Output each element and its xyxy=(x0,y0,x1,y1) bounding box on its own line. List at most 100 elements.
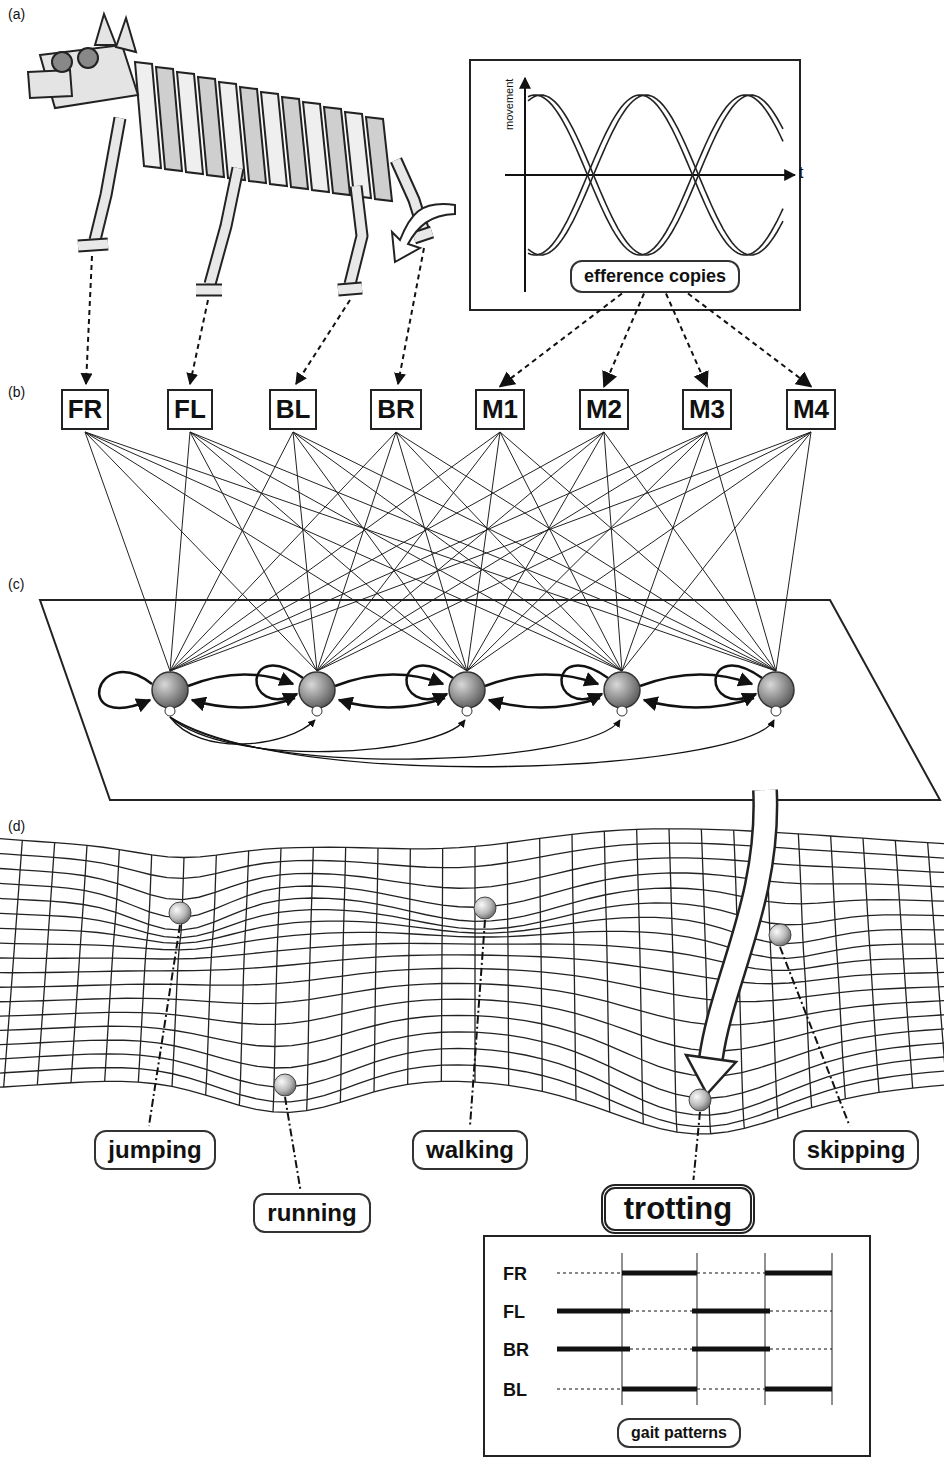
channel-box: FL xyxy=(167,389,213,430)
node-text: BR xyxy=(377,394,415,425)
robot-leg xyxy=(95,118,120,240)
landscape-mesh xyxy=(637,829,644,1123)
panel-letter: (a) xyxy=(8,6,25,22)
landscape-mesh xyxy=(441,848,442,1081)
stance-bar xyxy=(692,1347,770,1352)
swing-line xyxy=(630,1349,692,1350)
robot-head xyxy=(116,18,136,52)
mapping-arrow xyxy=(686,1055,736,1094)
attractor-label: skipping xyxy=(793,1130,920,1170)
robot-leg xyxy=(414,232,432,238)
robot-leg xyxy=(196,286,222,295)
attractor-ball xyxy=(474,897,496,919)
input-wire xyxy=(85,432,776,671)
axis-label: t xyxy=(799,164,803,182)
phase-line xyxy=(697,1253,698,1405)
robot-leg xyxy=(350,186,362,284)
neuron-terminal xyxy=(312,706,322,716)
synapse-arc xyxy=(335,674,443,686)
leg-pointer xyxy=(86,256,92,384)
input-wire xyxy=(170,432,190,671)
input-wire xyxy=(317,432,707,671)
neuron-terminal xyxy=(462,706,472,716)
camera-eye xyxy=(78,48,98,68)
leg-pointer xyxy=(86,248,424,384)
input-wire xyxy=(293,432,467,671)
input-wire xyxy=(85,432,467,671)
leg-pointer xyxy=(398,248,424,384)
input-wire xyxy=(293,432,622,671)
robot-leg xyxy=(210,168,238,284)
landscape-mesh xyxy=(273,848,281,1112)
landscape-mesh xyxy=(798,834,811,1108)
node-text: gait patterns xyxy=(631,1424,727,1442)
input-wire xyxy=(85,432,317,671)
neuron-terminal xyxy=(771,706,781,716)
phase-line xyxy=(622,1253,623,1405)
landscape-mesh xyxy=(172,858,184,1087)
synapse-arc xyxy=(339,698,445,708)
input-wire xyxy=(467,432,500,671)
neuron-terminal xyxy=(165,706,175,716)
landscape-mesh xyxy=(928,843,944,1085)
signal-box: efference copies xyxy=(570,260,740,293)
attractor-ball xyxy=(274,1074,296,1096)
landscape-mesh xyxy=(4,840,23,1087)
robot-head xyxy=(28,70,72,98)
leader-line xyxy=(470,920,485,1126)
landscape-mesh xyxy=(307,847,314,1110)
input-wire xyxy=(317,432,811,671)
stance-bar xyxy=(622,1271,697,1276)
signal-arrow xyxy=(666,294,707,387)
signal-arrow xyxy=(688,294,811,387)
synapse-arc xyxy=(406,666,453,699)
leader-line xyxy=(693,1112,700,1180)
attractor-ball xyxy=(169,902,191,924)
landscape-mesh xyxy=(474,846,475,1082)
landscape-mesh xyxy=(0,843,944,878)
synapse-arc xyxy=(170,717,465,752)
leg-pointer xyxy=(190,300,208,384)
attractor-label: walking xyxy=(412,1130,528,1170)
attractor-ball xyxy=(169,897,791,1111)
neuron xyxy=(299,672,335,708)
node-text: efference copies xyxy=(584,266,726,287)
landscape-mesh xyxy=(0,968,944,1001)
axis-label: movement xyxy=(503,79,515,130)
mapping-arrow xyxy=(686,790,765,1094)
stance-bar xyxy=(557,1309,630,1314)
robot-leg xyxy=(95,118,120,240)
input-wire xyxy=(467,432,811,671)
leg-pointer xyxy=(296,300,350,384)
robot-leg xyxy=(196,284,222,297)
neuron xyxy=(152,672,188,708)
node-text: M4 xyxy=(793,394,829,425)
panel-letter: (d) xyxy=(8,818,25,834)
node-text: FL xyxy=(174,394,206,425)
landscape-mesh xyxy=(895,840,912,1088)
recurrent-network xyxy=(99,666,794,767)
attractor-label: jumping xyxy=(94,1130,215,1170)
input-wire xyxy=(317,432,604,671)
leader-line xyxy=(149,920,850,1189)
swing-line xyxy=(697,1273,765,1274)
robot-leg xyxy=(338,288,362,290)
landscape-mesh xyxy=(37,843,54,1085)
mapping-arrow xyxy=(711,790,765,1058)
node-text: FR xyxy=(503,1264,527,1285)
robot-leg xyxy=(78,244,108,246)
landscape-mesh xyxy=(239,851,248,1105)
input-wire xyxy=(396,432,776,671)
stance-bar xyxy=(765,1271,832,1276)
input-wire xyxy=(622,432,707,671)
leader-line xyxy=(285,1097,300,1189)
landscape-mesh xyxy=(374,848,378,1092)
node-text: jumping xyxy=(108,1136,201,1164)
landscape-mesh xyxy=(138,855,151,1082)
node-text: M3 xyxy=(689,394,725,425)
landscape-mesh xyxy=(408,849,411,1085)
robot-leg xyxy=(338,288,362,290)
landscape-mesh xyxy=(206,855,217,1095)
node-text: trotting xyxy=(624,1191,732,1227)
